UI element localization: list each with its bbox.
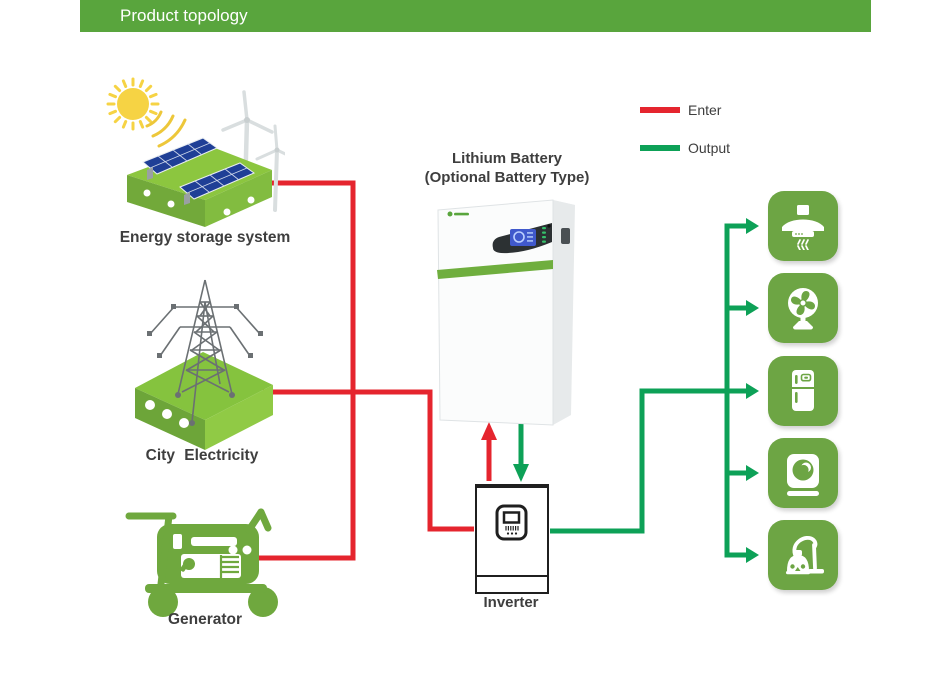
battery-label: Lithium Battery (Optional Battery Type) (424, 150, 590, 186)
appliance-tile-refrigerator (768, 356, 838, 426)
enter-line-solar-generator (256, 180, 356, 561)
fan-icon (788, 288, 818, 330)
sun-rays-arcs (145, 110, 187, 148)
output-color-swatch (640, 145, 680, 151)
inverter-box (475, 484, 549, 594)
appliance-tile-vacuum-cleaner (768, 520, 838, 590)
legend-enter: Enter (640, 102, 721, 118)
washing-machine-icon (787, 454, 819, 496)
green-platform (135, 352, 273, 450)
energy-storage-system-icon (106, 77, 285, 227)
inverter-divider (477, 575, 547, 577)
range-hood-icon (782, 205, 824, 250)
appliance-tile-range-hood (768, 191, 838, 261)
output-line-inverter-to-trunk (550, 388, 746, 534)
green-platform (127, 145, 272, 227)
enter-line-city-to-inverter (263, 389, 474, 532)
output-arrowheads (513, 218, 759, 563)
sun-icon (106, 77, 187, 148)
legend-enter-label: Enter (688, 102, 722, 118)
battery-green-stripe (437, 260, 553, 279)
energy-storage-system-label: Energy storage system (119, 229, 291, 246)
generator-starter (180, 558, 195, 572)
generator-label: Generator (167, 611, 243, 628)
legend-output-label: Output (688, 140, 731, 156)
city-electricity-label: City Electricity (145, 447, 259, 464)
transmission-tower-icon (147, 279, 263, 426)
refrigerator-icon (792, 370, 814, 411)
enter-color-swatch (640, 107, 680, 113)
vacuum-cleaner-icon (786, 536, 824, 575)
appliance-tile-fan (768, 273, 838, 343)
solar-panels (142, 137, 256, 205)
generator-icon (125, 508, 278, 617)
inverter-panel-icon (495, 504, 528, 541)
legend-output: Output (640, 140, 730, 156)
appliance-tile-washing-machine (768, 438, 838, 508)
page-title: Product topology (80, 0, 871, 32)
enter-lines-red (256, 180, 492, 561)
city-electricity-icon (135, 279, 273, 450)
battery-control-panel (492, 223, 552, 254)
generator-vents (219, 555, 239, 578)
inverter-label: Inverter (483, 594, 539, 611)
output-lines-green (518, 223, 746, 558)
enter-arrowhead-battery (481, 422, 497, 440)
generator-frame (125, 508, 272, 588)
lithium-battery-unit (437, 199, 575, 426)
battery-logo (447, 211, 469, 217)
battery-side-handle (561, 228, 570, 244)
